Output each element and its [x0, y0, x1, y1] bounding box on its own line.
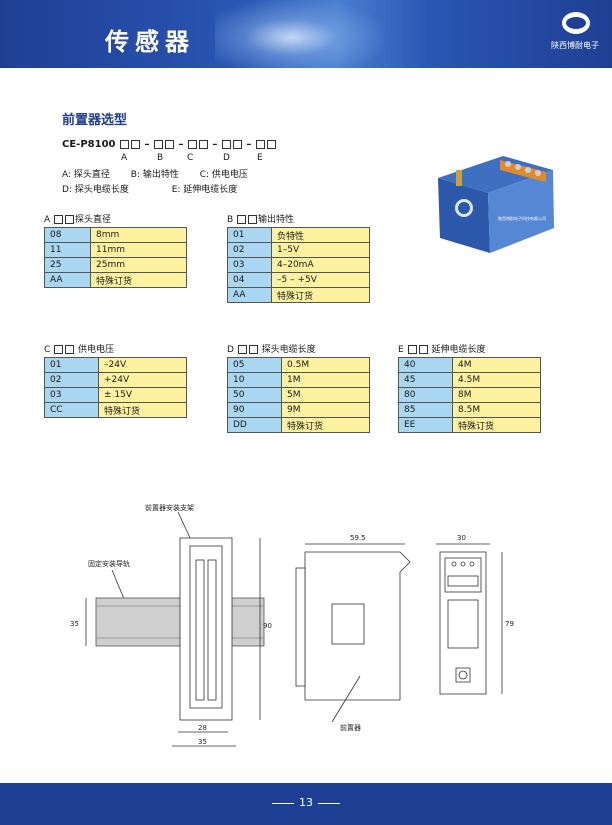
logo-text: 陕西博耐电子	[551, 41, 599, 50]
device-label: 前置器	[340, 723, 361, 732]
table-row: 04–5 – +5V	[227, 272, 370, 288]
dim-rail-height: 35	[70, 620, 79, 628]
table-c-label: C 供电电压	[44, 345, 115, 355]
page-number: 13	[0, 796, 612, 809]
section-title: 前置器选型	[62, 113, 128, 128]
table-d-label: D 探头电缆长度	[227, 345, 316, 355]
svg-text:陕西博耐电子科技有限公司: 陕西博耐电子科技有限公司	[498, 215, 546, 221]
table-row: 02+24V	[44, 372, 187, 388]
dim-height: 90	[263, 622, 272, 630]
dim-width-35: 35	[198, 738, 207, 746]
logo-icon	[562, 12, 590, 34]
code-letter-b: B	[157, 153, 164, 163]
model-code: CE-P8100 – – – –	[62, 139, 277, 150]
model-prefix: CE-P8100	[62, 139, 116, 150]
code-letter-c: C	[187, 153, 194, 163]
preamplifier-photo: 陕西博耐电子科技有限公司	[438, 156, 554, 253]
dim-width-28: 28	[198, 724, 207, 732]
globe-graphic	[215, 0, 385, 68]
code-letter-d: D	[223, 153, 230, 163]
page-title: 传感器	[105, 28, 195, 56]
code-letter-a: A	[121, 153, 128, 163]
dim-front-width: 30	[457, 534, 466, 542]
page-header: 传感器 陕西博耐电子	[0, 0, 612, 68]
bracket-label: 前置器安装支架	[145, 503, 194, 512]
table-row: 01–24V	[44, 357, 187, 373]
rail-label: 固定安装导轨	[88, 559, 130, 568]
table-a-label: A 探头直径	[44, 215, 112, 225]
table-e-label: E 延伸电缆长度	[398, 345, 486, 355]
table-row: 03± 15V	[44, 387, 187, 403]
dim-front-height: 79	[505, 620, 514, 628]
options-line-2: D: 探头电缆长度 E: 延伸电缆长度	[62, 185, 238, 195]
dimension-drawing: 前置器安装支架 固定安装导轨 35 90 28 35 59.5 前置器 30 7…	[70, 503, 514, 747]
dim-depth: 59.5	[350, 534, 366, 542]
company-logo: 陕西博耐电子	[540, 8, 610, 60]
table-b-label: B 输出特性	[227, 215, 295, 225]
page-footer: 13	[0, 783, 612, 825]
code-letter-e: E	[257, 153, 263, 163]
options-line-1: A: 探头直径 B: 输出特性 C: 供电电压	[62, 170, 248, 180]
